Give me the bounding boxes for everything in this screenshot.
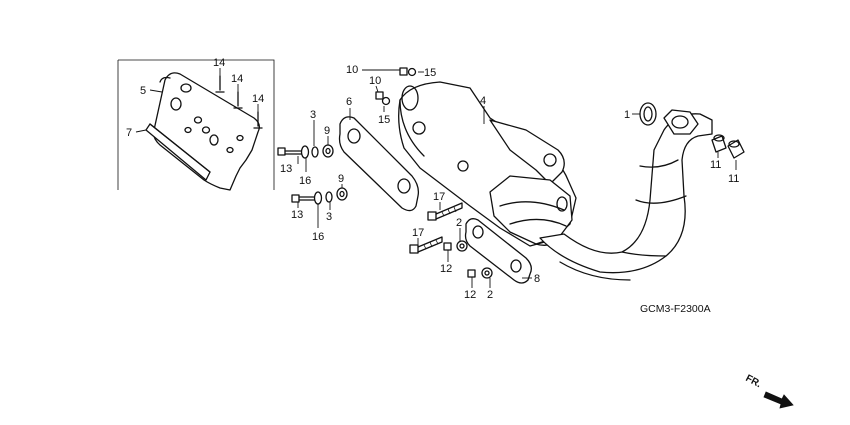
callout-14-c: 14 <box>252 93 264 105</box>
callout-7: 7 <box>126 127 132 139</box>
callout-4: 4 <box>480 95 486 107</box>
callout-13-b: 13 <box>291 209 303 221</box>
callout-14-b: 14 <box>231 73 243 85</box>
diagram-code: GCM3-F2300A <box>640 303 711 315</box>
bolt-part-13-upper <box>277 147 303 156</box>
front-direction-indicator: FR. <box>744 373 794 409</box>
callout-9-b: 9 <box>338 173 344 185</box>
callout-13-a: 13 <box>280 163 292 175</box>
exhaust-gasket-part-1 <box>639 102 657 126</box>
heat-shield-cover-part-5 <box>152 72 260 191</box>
screw-part-14-a <box>215 75 225 93</box>
callout-16-a: 16 <box>299 175 311 187</box>
muffler-part-4 <box>398 81 577 247</box>
bolt-part-10-lower <box>375 91 384 100</box>
callout-12-b: 12 <box>464 289 476 301</box>
callout-10-b: 10 <box>369 75 381 87</box>
callout-3-a: 3 <box>310 109 316 121</box>
callout-9-a: 9 <box>324 125 330 137</box>
bolt-part-12-lower <box>467 269 476 278</box>
washer-part-2-upper <box>456 240 468 252</box>
protector-plate-part-8 <box>464 218 532 284</box>
callout-15-a: 15 <box>424 67 436 79</box>
heat-shield-gasket-part-7 <box>145 123 211 181</box>
callout-17-b: 17 <box>412 227 424 239</box>
callout-2-a: 2 <box>456 217 462 229</box>
callout-6: 6 <box>346 96 352 108</box>
callout-12-a: 12 <box>440 263 452 275</box>
heat-shield-inset-frame <box>117 59 275 190</box>
callout-17-a: 17 <box>433 191 445 203</box>
bolt-part-10-upper <box>399 67 408 76</box>
bolt-part-13-lower <box>291 194 315 203</box>
nut-part-9-upper <box>322 144 334 158</box>
callout-14-a: 14 <box>213 57 225 69</box>
washer-part-15-upper <box>407 67 417 77</box>
exhaust-pipe <box>539 109 713 281</box>
callout-15-b: 15 <box>378 114 390 126</box>
screw-part-14-b <box>233 91 243 109</box>
washer-part-16-lower <box>313 191 323 205</box>
callout-1: 1 <box>624 109 630 121</box>
callout-labels: 5 7 14 14 14 6 10 15 10 15 4 1 11 11 3 1… <box>126 57 739 301</box>
screw-part-14-c <box>253 111 263 129</box>
bolt-part-12-upper <box>443 242 452 251</box>
callout-16-b: 16 <box>312 231 324 243</box>
collar-part-3-upper <box>311 146 319 158</box>
washer-part-2-lower <box>481 267 493 279</box>
cap-nut-part-11-b <box>727 139 745 159</box>
leader-lines <box>135 68 737 288</box>
callout-11-a: 11 <box>710 159 721 171</box>
front-direction-label: FR. <box>744 373 764 390</box>
stud-bolt-part-17-upper <box>427 202 463 221</box>
nut-part-9-lower <box>336 187 348 201</box>
callout-10-a: 10 <box>346 64 358 76</box>
callout-8: 8 <box>534 273 540 285</box>
cap-nut-part-11-a <box>711 134 727 153</box>
washer-part-15-lower <box>381 96 391 106</box>
collar-part-3-lower <box>325 191 333 203</box>
callout-11-b: 11 <box>728 173 739 185</box>
callout-2-b: 2 <box>487 289 493 301</box>
stud-bolt-part-17-lower <box>409 236 443 254</box>
callout-3-b: 3 <box>326 211 332 223</box>
washer-part-16-upper <box>300 145 310 159</box>
callout-5: 5 <box>140 85 146 97</box>
front-direction-arrow-icon <box>763 391 794 409</box>
